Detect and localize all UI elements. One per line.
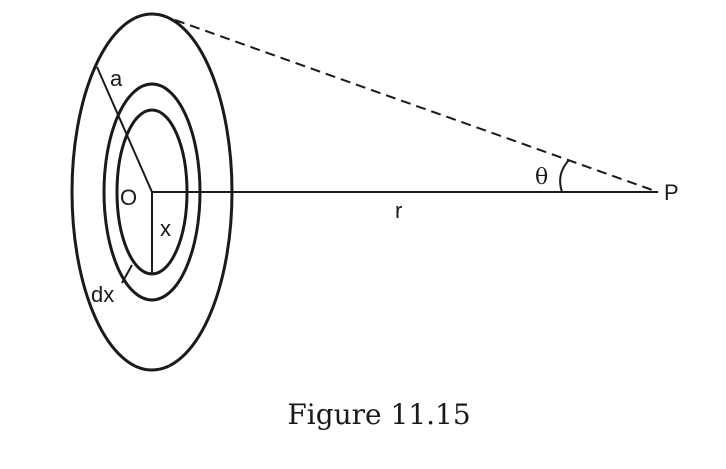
label-dx: dx (91, 282, 114, 307)
theta-arc (559, 159, 570, 193)
label-a: a (110, 66, 123, 91)
label-o: O (120, 185, 137, 210)
dx-leader-line (121, 264, 133, 284)
label-r: r (395, 198, 402, 223)
label-p: P (664, 180, 679, 205)
label-x: x (160, 216, 171, 241)
radius-a-line (96, 66, 153, 193)
dashed-line-to-p (174, 19, 659, 193)
figure-caption: Figure 11.15 (287, 398, 471, 431)
label-theta: θ (535, 165, 548, 190)
